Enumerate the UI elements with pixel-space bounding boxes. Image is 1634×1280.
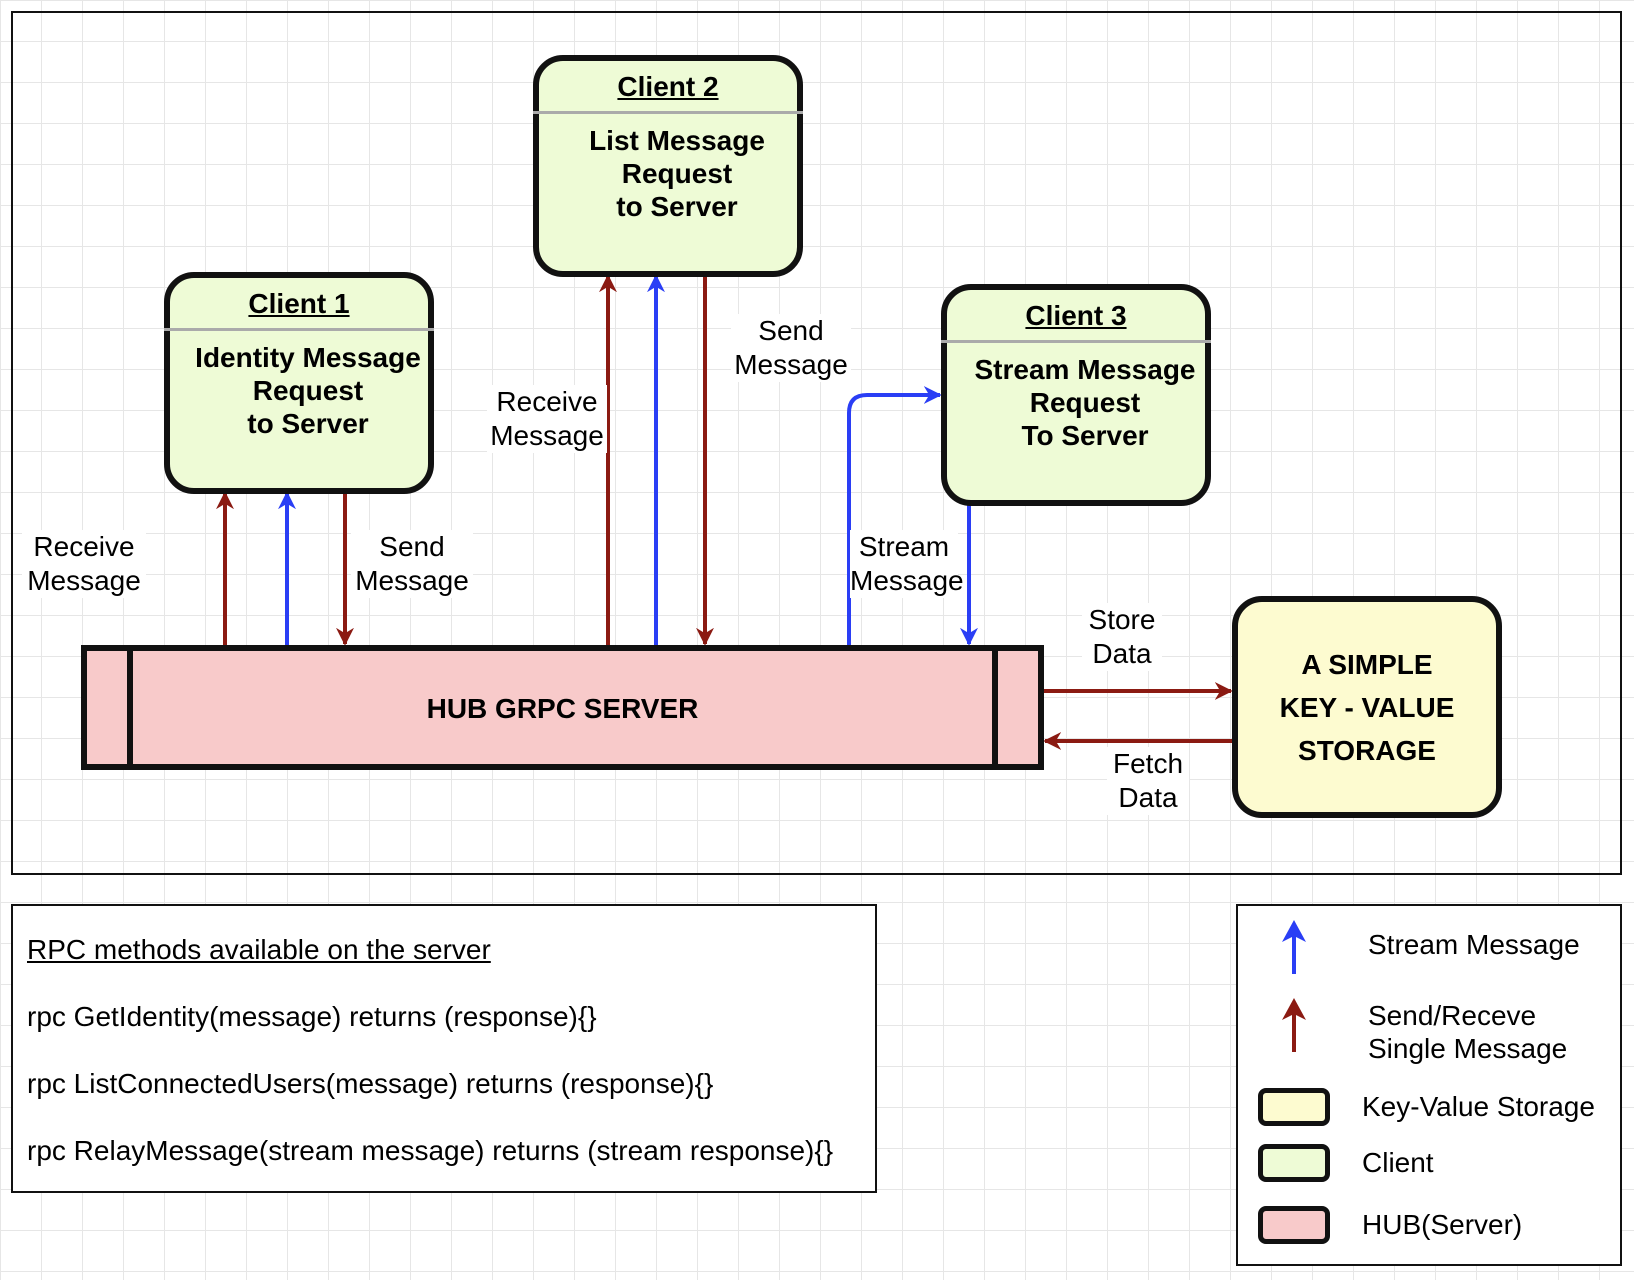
client-3-title: Client 3: [1025, 300, 1127, 331]
c2-send-label: Send Message: [731, 314, 851, 382]
storage-swatch: [1258, 1088, 1330, 1126]
client-2-body: List Message Request to Server: [589, 125, 765, 222]
client-2-title: Client 2: [617, 71, 719, 102]
key-value-storage-node: A SIMPLE KEY - VALUE STORAGE: [1232, 596, 1502, 818]
client-3-node: Client 3 Stream Message Request To Serve…: [941, 284, 1211, 506]
fetch-data-label: Fetch Data: [1107, 747, 1189, 815]
storage-label: A SIMPLE KEY - VALUE STORAGE: [1279, 648, 1455, 766]
rpc-method-list-connected-users: rpc ListConnectedUsers(message) returns …: [27, 1068, 714, 1099]
single-message-arrow-icon: [1282, 998, 1306, 1052]
legend-client-label: Client: [1362, 1147, 1434, 1178]
stream-arrow-icon: [1282, 920, 1306, 974]
c3-stream-label: Stream Message: [850, 530, 964, 598]
client-1-node: Client 1 Identity Message Request to Ser…: [164, 272, 434, 494]
c3-stream-out-arrow: [847, 386, 942, 645]
client-1-title: Client 1: [248, 288, 350, 319]
legend-hub-label: HUB(Server): [1362, 1209, 1523, 1240]
client-3-divider: [941, 340, 1211, 343]
c1-send-label: Send Message: [351, 530, 473, 598]
hub-swatch: [1258, 1206, 1330, 1244]
client-swatch: [1258, 1144, 1330, 1182]
rpc-method-get-identity: rpc GetIdentity(message) returns (respon…: [27, 1001, 597, 1032]
c2-receive-label: Receive Message: [487, 385, 607, 453]
hub-left-bar: [127, 651, 133, 764]
rpc-method-relay-message: rpc RelayMessage(stream message) returns…: [27, 1135, 834, 1166]
store-data-label: Store Data: [1082, 603, 1162, 671]
legend-panel: Stream Message Send/Receve Single Messag…: [1236, 904, 1622, 1266]
client-2-node: Client 2 List Message Request to Server: [533, 55, 803, 277]
diagram-frame: [11, 11, 1622, 875]
rpc-methods-panel: RPC methods available on the server rpc …: [11, 904, 877, 1193]
c1-receive-label: Receive Message: [22, 530, 146, 598]
hub-label: HUB GRPC SERVER: [426, 693, 699, 724]
hub-server-node: HUB GRPC SERVER: [81, 645, 1044, 770]
client-3-body: Stream Message Request To Server: [974, 354, 1196, 451]
client-2-divider: [533, 111, 803, 114]
rpc-panel-title: RPC methods available on the server: [27, 934, 491, 965]
legend-storage-label: Key-Value Storage: [1362, 1091, 1595, 1122]
client-1-body: Identity Message Request to Server: [195, 342, 421, 439]
legend-single-label: Send/Receve Single Message: [1368, 1000, 1568, 1064]
legend-stream-label: Stream Message: [1368, 929, 1580, 960]
hub-right-bar: [992, 651, 998, 764]
client-1-divider: [164, 328, 434, 331]
